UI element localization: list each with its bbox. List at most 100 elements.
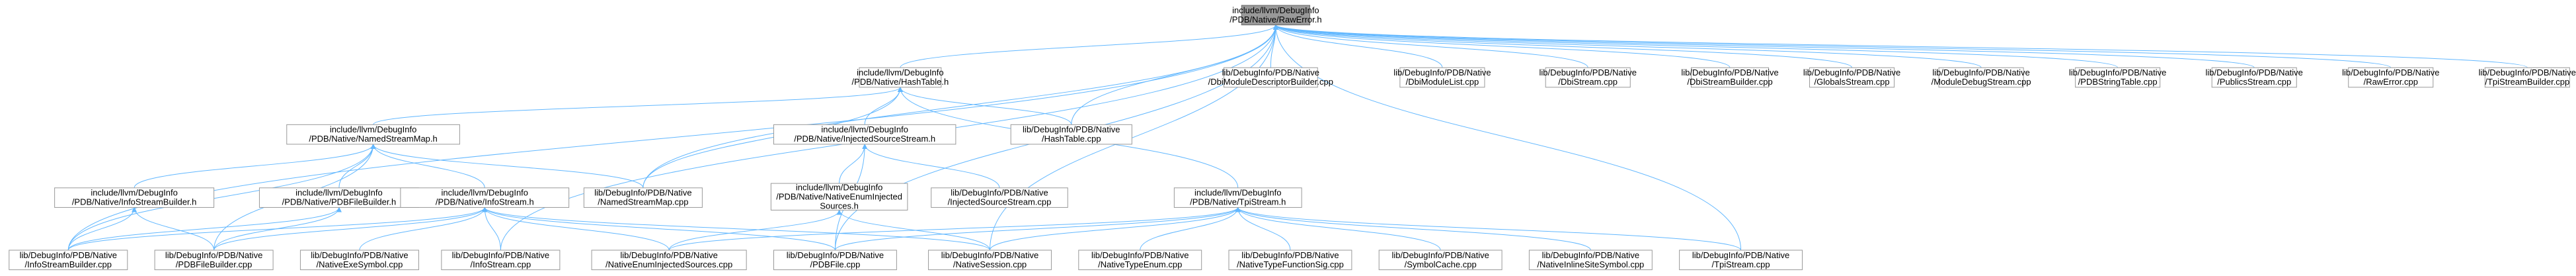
node-box <box>1938 67 2024 88</box>
node-label-line: lib/DebugInfo/PDB/Native <box>1692 250 1789 260</box>
graph-node[interactable]: lib/DebugInfo/PDB/Native/DbiStreamBuilde… <box>1681 67 1779 88</box>
node-label-line: /DbiStream.cpp <box>1558 77 1618 87</box>
graph-node[interactable]: lib/DebugInfo/PDB/Native/HashTable.cpp <box>1010 124 1132 145</box>
node-label-line: lib/DebugInfo/PDB/Native <box>2206 68 2303 77</box>
node-label-line: /ModuleDebugStream.cpp <box>1932 77 2031 87</box>
node-box <box>1809 67 1895 88</box>
node-box <box>1691 67 1770 88</box>
graph-node[interactable]: include/llvm/DebugInfo/PDB/Native/NamedS… <box>286 124 460 145</box>
graph-node[interactable]: include/llvm/DebugInfo/PDB/Native/PDBFil… <box>258 187 419 208</box>
node-label-line: lib/DebugInfo/PDB/Native <box>951 188 1048 198</box>
node-label-line: include/llvm/DebugInfo <box>796 182 883 192</box>
edge-n17-n22 <box>67 207 488 251</box>
node-label-line: /PDB/Native/RawError.h <box>1229 15 1321 24</box>
graph-node[interactable]: lib/DebugInfo/PDB/Native/PDBFile.cpp <box>773 250 897 271</box>
node-label-line: lib/DebugInfo/PDB/Native <box>2479 68 2576 77</box>
graph-node[interactable]: lib/DebugInfo/PDB/Native/DbiModuleList.c… <box>1393 67 1491 88</box>
edge-n21-n32 <box>1235 207 1591 251</box>
node-label-line: /DbiModuleDescriptorBuilder.cpp <box>1208 77 1333 87</box>
edge-n0-n7 <box>1273 24 1982 68</box>
node-box <box>299 250 419 271</box>
graph-node[interactable]: lib/DebugInfo/PDB/Native/NativeTypeEnum.… <box>1078 250 1202 271</box>
edge-n12-n16 <box>338 144 376 188</box>
node-box <box>1679 250 1803 271</box>
edge-n0-n28 <box>990 24 1278 250</box>
graph-node[interactable]: include/llvm/DebugInfo/PDB/Native/TpiStr… <box>1173 187 1302 208</box>
graph-node[interactable]: include/llvm/DebugInfo/PDB/Native/InfoSt… <box>400 187 570 208</box>
node-box <box>1223 67 1318 88</box>
node-label-line: lib/DebugInfo/PDB/Native <box>165 250 262 260</box>
node-box <box>583 187 703 208</box>
node-label-line: include/llvm/DebugInfo <box>857 68 944 77</box>
node-box <box>770 183 908 210</box>
node-box <box>1228 250 1352 271</box>
graph-node[interactable]: lib/DebugInfo/PDB/Native/PDBStringTable.… <box>2069 67 2166 88</box>
node-label-line: include/llvm/DebugInfo <box>295 188 383 198</box>
node-box <box>773 250 897 271</box>
node-label-line: /NativeExeSymbol.cpp <box>317 259 403 269</box>
edge-n1-n12 <box>373 87 903 125</box>
node-label-line: /RawError.cpp <box>2364 77 2418 87</box>
graph-node[interactable]: lib/DebugInfo/PDB/Native/PublicsStream.c… <box>2206 67 2303 88</box>
node-box <box>1010 124 1132 145</box>
edge-n17-n27 <box>482 207 836 251</box>
graph-node[interactable]: lib/DebugInfo/PDB/Native/NativeExeSymbol… <box>299 250 419 271</box>
graph-node[interactable]: lib/DebugInfo/PDB/Native/DbiModuleDescri… <box>1208 67 1333 88</box>
node-label-line: lib/DebugInfo/PDB/Native <box>787 250 884 260</box>
edge-n17-n23 <box>214 207 488 251</box>
node-label-line: lib/DebugInfo/PDB/Native <box>1241 250 1339 260</box>
node-label-line: include/llvm/DebugInfo <box>821 124 908 134</box>
node-label-line: lib/DebugInfo/PDB/Native <box>452 250 549 260</box>
graph-node[interactable]: lib/DebugInfo/PDB/Native/NativeInlineSit… <box>1528 250 1653 271</box>
graph-node[interactable]: lib/DebugInfo/PDB/Native/DbiStream.cpp <box>1540 67 1637 88</box>
node-label-line: lib/DebugInfo/PDB/Native <box>941 250 1038 260</box>
graph-node[interactable]: include/llvm/DebugInfo/PDB/Native/Native… <box>770 182 908 210</box>
node-label-line: lib/DebugInfo/PDB/Native <box>1803 68 1900 77</box>
graph-node[interactable]: lib/DebugInfo/PDB/Native/ModuleDebugStre… <box>1932 67 2031 88</box>
graph-node[interactable]: lib/DebugInfo/PDB/Native/TpiStream.cpp <box>1679 250 1803 271</box>
edge-n0-n14 <box>1071 24 1278 125</box>
graph-node[interactable]: lib/DebugInfo/PDB/Native/PDBFileBuilder.… <box>154 250 274 271</box>
graph-node[interactable]: lib/DebugInfo/PDB/Native/InjectedSourceS… <box>931 187 1068 208</box>
edge-n13-n20 <box>862 144 1000 188</box>
node-label-line: /PDB/Native/NativeEnumInjected <box>776 191 902 201</box>
graph-node[interactable]: lib/DebugInfo/PDB/Native/GlobalsStream.c… <box>1803 67 1900 88</box>
edge-n0-n11 <box>1273 24 2528 68</box>
edge-n17-n28 <box>482 207 991 251</box>
node-box <box>1173 187 1302 208</box>
edge-n0-n5 <box>1273 24 1731 68</box>
node-label-line: /NativeEnumInjectedSources.cpp <box>605 259 732 269</box>
edge-n21-n27 <box>834 207 1241 251</box>
edge-n17-n24 <box>359 207 488 251</box>
node-box <box>1528 250 1653 271</box>
node-label-line: /NativeTypeFunctionSig.cpp <box>1237 259 1344 269</box>
graph-node[interactable]: lib/DebugInfo/PDB/Native/NativeEnumInjec… <box>591 250 747 271</box>
node-label-line: lib/DebugInfo/PDB/Native <box>1222 68 1319 77</box>
edge-n21-n30 <box>1235 207 1291 250</box>
graph-node[interactable]: lib/DebugInfo/PDB/Native/InfoStream.cpp <box>441 250 561 271</box>
node-label-line: /PDB/Native/PDBFileBuilder.h <box>282 197 397 207</box>
node-label-line: /NativeInlineSiteSymbol.cpp <box>1537 259 1644 269</box>
node-label-line: Sources.h <box>820 201 859 210</box>
edge-n21-n26 <box>668 207 1241 251</box>
node-box <box>400 187 570 208</box>
node-label-line: /InjectedSourceStream.cpp <box>948 197 1052 207</box>
node-label-line: /PDB/Native/InfoStreamBuilder.h <box>72 197 197 207</box>
graph-node[interactable]: include/llvm/DebugInfo/PDB/Native/HashTa… <box>852 67 949 88</box>
graph-node[interactable]: lib/DebugInfo/PDB/Native/RawError.cpp <box>2342 67 2439 88</box>
graph-node[interactable]: include/llvm/DebugInfo/PDB/Native/Inject… <box>773 124 956 145</box>
node-box <box>1378 250 1503 271</box>
node-label-line: include/llvm/DebugInfo <box>91 188 178 198</box>
graph-node[interactable]: lib/DebugInfo/PDB/Native/NativeSession.c… <box>928 250 1052 271</box>
graph-node[interactable]: lib/DebugInfo/PDB/Native/NativeTypeFunct… <box>1228 250 1352 271</box>
node-label-line: lib/DebugInfo/PDB/Native <box>1540 68 1637 77</box>
edge-n21-n31 <box>1235 207 1441 251</box>
node-box <box>591 250 747 271</box>
graph-node[interactable]: include/llvm/DebugInfo/PDB/Native/InfoSt… <box>54 187 215 208</box>
graph-node[interactable]: lib/DebugInfo/PDB/Native/SymbolCache.cpp <box>1378 250 1503 271</box>
graph-node[interactable]: lib/DebugInfo/PDB/Native/TpiStreamBuilde… <box>2479 67 2576 88</box>
graph-node[interactable]: lib/DebugInfo/PDB/Native/InfoStreamBuild… <box>9 250 128 271</box>
node-label-line: /PDBStringTable.cpp <box>2078 77 2158 87</box>
edge-n0-n3 <box>1272 24 1443 68</box>
graph-node[interactable]: lib/DebugInfo/PDB/Native/NamedStreamMap.… <box>583 187 703 208</box>
